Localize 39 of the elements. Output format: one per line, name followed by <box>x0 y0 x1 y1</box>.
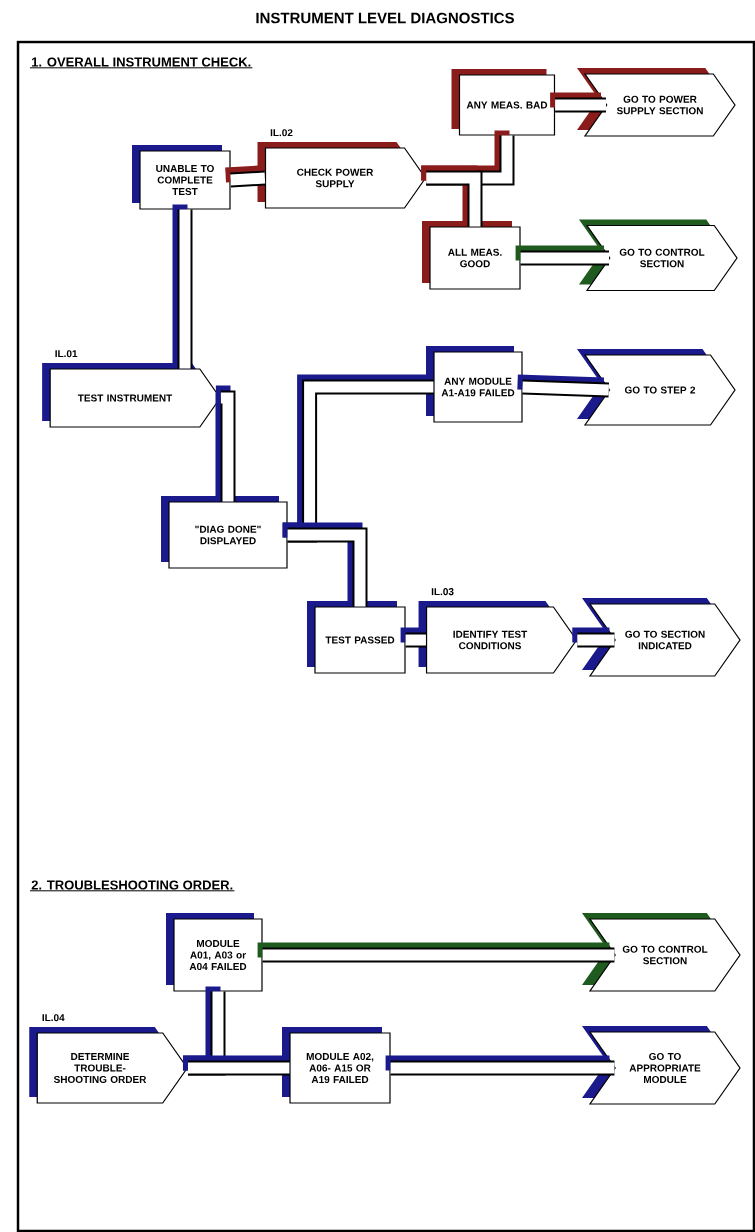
process-box: MODULE A02, A06- A15 OR A19 FAILED <box>282 1027 391 1104</box>
pipe-connector <box>257 942 615 963</box>
tapered-box: DETERMINE TROUBLE- SHOOTING ORDER <box>29 1027 188 1104</box>
pipe-connector <box>515 245 609 266</box>
title: INSTRUMENT LEVEL DIAGNOSTICS <box>256 12 514 24</box>
process-box: MODULE A01, A03 or A04 FAILED <box>166 913 263 992</box>
section-heading: 2. TROUBLESHOOTING ORDER. <box>31 880 233 890</box>
step-label: IL.01 <box>55 350 78 358</box>
go-to-box: GO TO SECTION INDICATED <box>582 598 741 677</box>
step-label: IL.03 <box>431 588 454 596</box>
pipe-connector <box>400 627 426 648</box>
go-to-box: GO TO CONTROL SECTION <box>579 219 738 292</box>
process-box: ALL MEAS. GOOD <box>422 221 521 290</box>
pipe-connector <box>282 522 368 607</box>
node-label: GO TO APPROPRIATE MODULE <box>629 1052 701 1084</box>
pipe-connector <box>172 204 193 369</box>
go-to-box: GO TO APPROPRIATE MODULE <box>582 1026 741 1105</box>
go-to-box: GO TO CONTROL SECTION <box>582 913 741 992</box>
process-box: TEST PASSED <box>307 601 406 674</box>
step-label: IL.04 <box>42 1014 65 1022</box>
go-to-box: GO TO STEP 2 <box>577 349 736 426</box>
process-box: "DIAG DONE" DISPLAYED <box>161 496 288 569</box>
pipe-connector <box>572 627 615 648</box>
section-heading: 1. OVERALL INSTRUMENT CHECK. <box>32 57 251 67</box>
process-box: ANY MODULE A1-A19 FAILED <box>426 346 523 423</box>
pipe-connector <box>183 1055 290 1076</box>
go-to-box: GO TO POWER SUPPLY SECTION <box>577 68 736 137</box>
pipe-connector <box>550 92 606 113</box>
tapered-box: CHECK POWER SUPPLY <box>257 142 427 209</box>
tapered-box: IDENTIFY TEST CONDITIONS <box>418 601 578 674</box>
step-label: IL.02 <box>270 129 293 137</box>
tapered-box: TEST INSTRUMENT <box>42 363 221 428</box>
pipe-connector <box>225 165 266 188</box>
process-box: ANY MEAS. BAD <box>451 69 556 136</box>
pipe-connector <box>517 374 610 398</box>
pipe-connector <box>385 1055 615 1076</box>
pipe-connector <box>215 385 236 502</box>
process-box: UNABLE TO COMPLETE TEST <box>132 145 231 210</box>
pipe-connector <box>421 165 483 227</box>
